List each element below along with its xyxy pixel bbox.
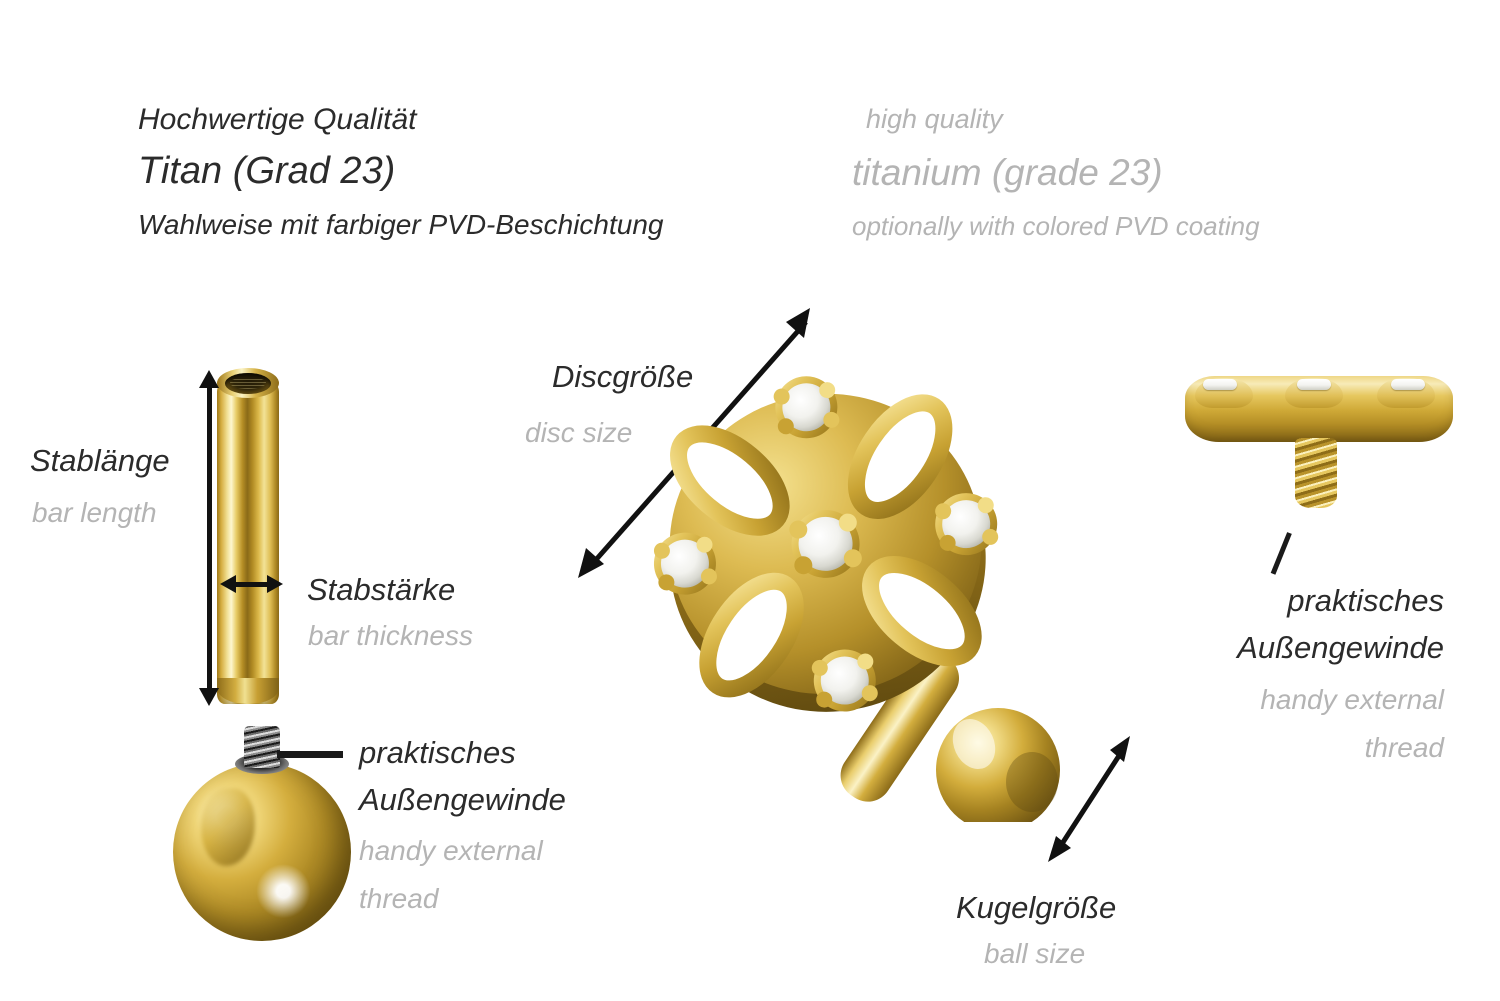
bar-length-label-german: Stablänge <box>30 443 170 478</box>
bar-thickness-label-german: Stabstärke <box>307 572 456 607</box>
external-thread-icon <box>1295 438 1337 508</box>
ball-size-label-german: Kugelgröße <box>956 890 1117 925</box>
thread-label-right-english-line-2: thread <box>1364 732 1444 763</box>
crystal-glint <box>1391 379 1425 390</box>
external-thread-icon <box>244 726 280 768</box>
header-german-line-1: Hochwertige Qualität <box>138 103 417 136</box>
thread-label-left-german-line-2: Außengewinde <box>359 782 566 817</box>
disc-size-label-english: disc size <box>525 417 633 448</box>
threaded-ball-image <box>173 726 351 941</box>
thread-label-right-german-line-1: praktisches <box>1287 583 1444 618</box>
thread-label-left-german-line-1: praktisches <box>359 735 516 770</box>
header-german-line-3: Wahlweise mit farbiger PVD-Beschichtung <box>138 209 664 240</box>
bar-bottom-cap <box>217 678 279 704</box>
ball-size-arrow <box>1038 728 1143 868</box>
disc-slab <box>1185 376 1453 442</box>
bar-thickness-arrow-head-right <box>267 575 283 593</box>
header-english-line-3: optionally with colored PVD coating <box>852 211 1260 241</box>
disc-side-view-image <box>1185 376 1453 531</box>
crystal-glint <box>1297 379 1331 390</box>
crystal-glint <box>1203 379 1237 390</box>
thread-label-right-german-line-2: Außengewinde <box>1237 630 1444 665</box>
thread-label-left-english-line-1: handy external <box>359 835 543 866</box>
titanium-bar-image <box>217 368 279 704</box>
thread-label-right-english-line-1: handy external <box>1260 684 1444 715</box>
bar-length-arrow-head-top <box>199 370 219 388</box>
bar-body <box>217 382 279 704</box>
bar-length-arrow-head-bottom <box>199 688 219 706</box>
disc-size-label-german: Discgröße <box>552 359 694 394</box>
bar-thickness-arrow-shaft <box>234 582 269 587</box>
bar-internal-thread-hole <box>225 373 271 394</box>
bar-thickness-label-english: bar thickness <box>308 620 473 651</box>
thread-leader-line-left <box>277 751 343 758</box>
thread-leader-line-right <box>1270 532 1292 575</box>
bar-thickness-arrow-head-left <box>220 575 236 593</box>
bar-length-arrow-shaft <box>207 385 212 690</box>
ball-sphere <box>173 763 351 941</box>
header-english-line-2: titanium (grade 23) <box>852 152 1163 193</box>
bar-top-rim <box>217 368 279 398</box>
gem-set-openwork-disc-image <box>630 352 1060 822</box>
header-german-line-2: Titan (Grad 23) <box>138 150 396 192</box>
ball-size-label-english: ball size <box>984 938 1086 969</box>
bar-length-label-english: bar length <box>32 497 157 528</box>
header-english-line-1: high quality <box>866 104 1003 134</box>
thread-label-left-english-line-2: thread <box>359 883 439 914</box>
